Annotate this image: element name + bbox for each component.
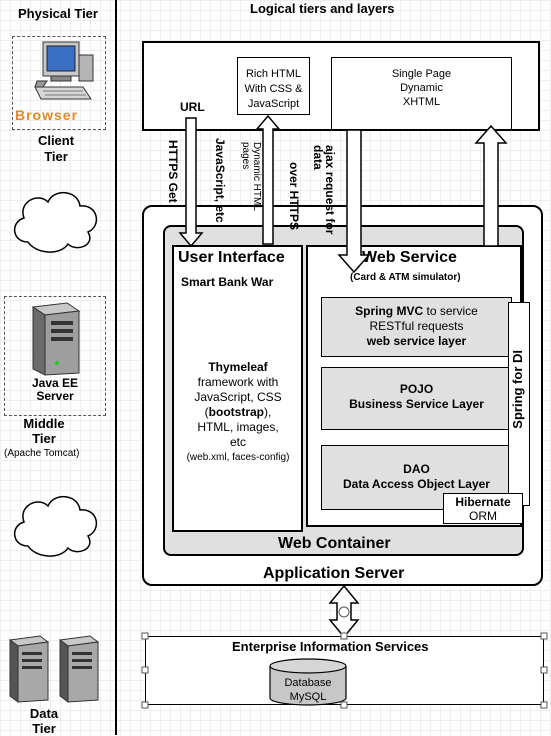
rich-html-box: Rich HTML With CSS & JavaScript [237,57,310,115]
tier-divider [115,0,117,735]
over-https-label: over HTTPS [287,162,301,231]
client-tier-label: Client Tier [37,133,75,164]
data-tier-servers [4,632,110,706]
data-tier-label: Data Tier [29,706,59,736]
database-label: Database MySQL [284,677,332,703]
computer-icon [34,41,94,100]
eis-title: Enterprise Information Services [232,639,429,654]
eis-double-arrow [328,584,360,639]
web-service-title: Web Service [362,249,457,266]
js-etc-label: JavaScript, etc [213,138,227,223]
application-server-label: Application Server [263,565,405,582]
eis-rotate-handle [338,606,350,618]
middle-tier-label: Middle Tier [23,416,65,446]
https-get-label: HTTPS Get [166,140,180,203]
logical-heading: Logical tiers and layers [250,1,395,16]
user-interface-subtitle: Smart Bank War [181,275,274,289]
cloud-icon [14,496,98,557]
browser-label: Browser [15,107,79,123]
user-interface-description: Thymeleaf framework with JavaScript, CSS… [186,360,290,463]
hibernate-box: Hibernate ORM [443,493,523,524]
server-icon [31,302,81,376]
physical-tier-heading: Physical Tier [18,6,98,21]
spa-box: Single Page Dynamic XHTML [331,57,512,130]
database-icon [269,658,347,706]
web-service-subtitle: (Card & ATM simulator) [350,272,461,283]
user-interface-box [172,245,303,532]
cloud-icon [14,192,98,253]
spring-mvc-box: Spring MVC to service RESTful requests w… [321,297,512,357]
client-computer-group: Browser [12,36,106,130]
pojo-box: POJO Business Service Layer [321,367,512,430]
spring-di-label: Spring for DI [510,350,525,429]
user-interface-title: User Interface [178,249,285,266]
middle-tier-sub: (Apache Tomcat) [4,448,80,459]
java-ee-server-label: Java EE Server [31,376,79,403]
web-container-label: Web Container [278,535,391,552]
java-ee-server-group: Java EE Server [4,296,106,416]
url-label: URL [180,100,205,114]
json-data-label: JSON data [484,160,498,221]
server-icon [8,635,100,703]
